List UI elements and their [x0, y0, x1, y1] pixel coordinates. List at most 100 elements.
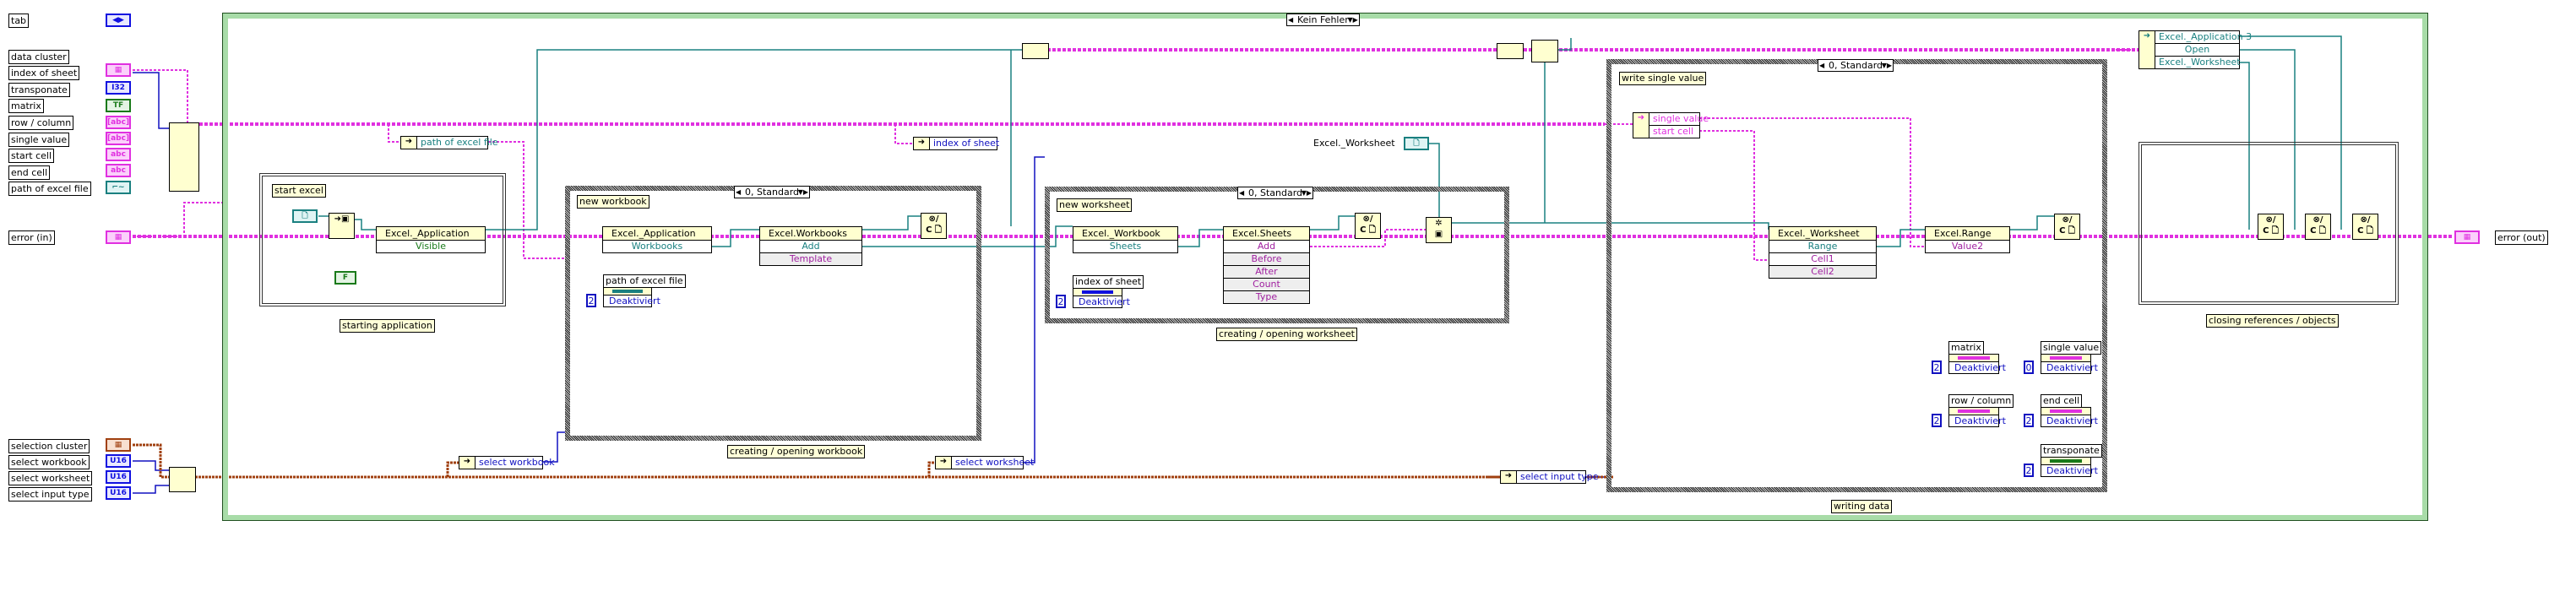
arrow-icon: ➜	[914, 138, 930, 149]
numeric-constant[interactable]: 2	[2024, 414, 2034, 427]
index-of-sheet-terminal[interactable]: I32	[106, 81, 131, 95]
numeric-constant[interactable]: 2	[2024, 464, 2034, 477]
selection-cluster-terminal[interactable]: ▦	[106, 438, 131, 452]
variant-to-data-icon[interactable]: ✲▣	[1426, 217, 1452, 243]
invoke-node-sheets-add[interactable]: Excel.Sheets Add Before After Count Type	[1223, 226, 1310, 304]
method-add[interactable]: Add	[1224, 241, 1309, 253]
automation-open-icon[interactable]: ➜▣	[329, 213, 355, 239]
unbundle-single-value-start-cell[interactable]: ➜ single value start cell	[1633, 112, 1709, 138]
row-column-terminal[interactable]: [abc]	[106, 132, 131, 145]
property-node-workbooks[interactable]: Excel._Application Workbooks	[602, 226, 712, 253]
select-input-type-terminal[interactable]: U16	[106, 486, 131, 500]
label-select-workbook: select workbook	[8, 455, 90, 469]
label-tab: tab	[8, 14, 30, 28]
param-after[interactable]: After	[1224, 266, 1309, 279]
path-terminal[interactable]: ⌐~	[106, 181, 131, 194]
disabled-ring-end-cell[interactable]: end cell Deaktiviert	[2041, 394, 2098, 427]
outer-case-selector[interactable]: Kein Fehler	[1286, 14, 1360, 26]
close-reference-icon[interactable]: ⊗/C 🗋	[2258, 214, 2284, 240]
property-node-application-visible[interactable]: Excel._Application Visible	[376, 226, 486, 253]
property-node-range-value2[interactable]: Excel.Range Value2	[1925, 226, 2010, 253]
worksheet-case-selector[interactable]: 0, Standard	[1237, 187, 1314, 199]
error-in-terminal[interactable]: ▦	[106, 230, 131, 244]
property-visible[interactable]: Visible	[416, 241, 446, 252]
property-node-sheets[interactable]: Excel._Workbook Sheets	[1073, 226, 1178, 253]
close-reference-icon[interactable]: ⊗/C 🗋	[2054, 214, 2080, 240]
workbook-case-selector[interactable]: 0, Standard	[734, 186, 811, 198]
build-array-node[interactable]	[1022, 43, 1049, 59]
property-node-class: Excel._Application	[603, 227, 711, 241]
matrix-terminal[interactable]: [abc]	[106, 116, 131, 129]
label-select-input-type: select input type	[8, 487, 92, 502]
label-transponate: transponate	[8, 83, 70, 97]
selection-wire	[133, 443, 1613, 479]
data-cluster-terminal[interactable]: ▦	[106, 63, 131, 77]
false-constant[interactable]: F	[334, 271, 356, 285]
param-cell1[interactable]: Cell1	[1769, 253, 1876, 266]
param-type[interactable]: Type	[1224, 291, 1309, 303]
invoke-node-class: Excel.Sheets	[1224, 227, 1309, 241]
error-out-indicator[interactable]: ▦	[2454, 230, 2480, 244]
transponate-terminal[interactable]: TF	[106, 99, 131, 112]
unbundle-index-of-sheet[interactable]: ➜ index of sheet	[913, 137, 999, 150]
bundle-by-name-node[interactable]	[169, 122, 199, 192]
numeric-constant[interactable]: 2	[1932, 414, 1942, 427]
worksheet-constant-label: Excel._Worksheet	[1313, 138, 1395, 149]
disabled-ring-transponate[interactable]: transponate Deaktiviert	[2041, 444, 2102, 477]
method-add[interactable]: Add	[760, 241, 861, 253]
worksheet-refnum-constant[interactable]: 🗋	[1404, 137, 1429, 150]
workbook-case-structure[interactable]	[565, 186, 981, 441]
numeric-constant[interactable]: 2	[1932, 361, 1942, 374]
disabled-ring-path[interactable]: path of excel file Deaktiviert	[603, 274, 686, 307]
numeric-constant[interactable]: 0	[2024, 361, 2034, 374]
close-reference-icon[interactable]: ⊗/C 🗋	[921, 213, 947, 239]
disabled-ring-single-value[interactable]: single value Deaktiviert	[2041, 341, 2102, 374]
close-reference-icon[interactable]: ⊗/C 🗋	[2305, 214, 2331, 240]
writing-case-selector[interactable]: 0, Standard	[1818, 59, 1894, 72]
creating-worksheet-caption: creating / opening worksheet	[1216, 328, 1357, 341]
close-reference-icon[interactable]: ⊗/C 🗋	[2352, 214, 2378, 240]
property-value2[interactable]: Value2	[1951, 241, 1984, 252]
param-before[interactable]: Before	[1224, 253, 1309, 266]
ring-value: Deaktiviert	[1954, 415, 2006, 426]
label-start-cell: start cell	[8, 149, 55, 163]
numeric-constant[interactable]: 2	[586, 294, 596, 307]
property-sheets[interactable]: Sheets	[1109, 241, 1142, 252]
label-end-cell: end cell	[8, 165, 51, 180]
unbundle-select-worksheet[interactable]: ➜ select worksheet	[935, 456, 1034, 469]
tab-terminal[interactable]: ◀▶	[106, 14, 131, 27]
arrow-icon: ➜	[459, 457, 476, 469]
unbundle-select-workbook[interactable]: ➜ select workbook	[459, 456, 555, 469]
invoke-node-workbooks-add[interactable]: Excel.Workbooks Add Template	[759, 226, 862, 266]
method-range[interactable]: Range	[1769, 241, 1876, 253]
bundle-selection-node[interactable]	[169, 467, 196, 492]
property-workbooks[interactable]: Workbooks	[631, 241, 683, 252]
ring-value: Deaktiviert	[2046, 465, 2098, 476]
application-refnum-constant[interactable]: 🗋	[292, 209, 318, 223]
bundle-node[interactable]	[1531, 40, 1558, 62]
select-worksheet-terminal[interactable]: U16	[106, 470, 131, 484]
unbundle-select-input-type[interactable]: ➜ select input type	[1500, 470, 1599, 484]
close-reference-icon[interactable]: ⊗/C 🗋	[1355, 213, 1381, 239]
disabled-ring-row-column[interactable]: row / column Deaktiviert	[1948, 394, 2014, 427]
label-selection-cluster: selection cluster	[8, 439, 90, 453]
closing-frame	[2139, 142, 2399, 305]
label-single-value: single value	[8, 133, 70, 147]
param-template[interactable]: Template	[760, 253, 861, 265]
param-cell2[interactable]: Cell2	[1769, 266, 1876, 278]
unbundle-item: Open	[2155, 44, 2239, 57]
disabled-ring-matrix[interactable]: matrix Deaktiviert	[1948, 341, 2006, 374]
unbundle-path-of-excel-file[interactable]: ➜ path of excel file	[400, 136, 498, 149]
param-count[interactable]: Count	[1224, 279, 1309, 291]
unbundle-item: Excel._Application 3	[2155, 31, 2252, 44]
starting-application-caption: starting application	[340, 319, 435, 333]
select-workbook-terminal[interactable]: U16	[106, 454, 131, 468]
unbundle-node[interactable]	[1497, 43, 1524, 59]
arrow-icon: ➜	[1633, 113, 1649, 138]
invoke-node-worksheet-range[interactable]: Excel._Worksheet Range Cell1 Cell2	[1769, 226, 1877, 279]
unbundle-references[interactable]: ➜ Excel._Application 3 Open Excel._Works…	[2139, 30, 2252, 69]
numeric-constant[interactable]: 2	[1056, 295, 1066, 308]
start-cell-terminal[interactable]: abc	[106, 164, 131, 177]
single-value-terminal[interactable]: abc	[106, 148, 131, 161]
disabled-ring-index[interactable]: index of sheet Deaktiviert	[1073, 275, 1144, 308]
